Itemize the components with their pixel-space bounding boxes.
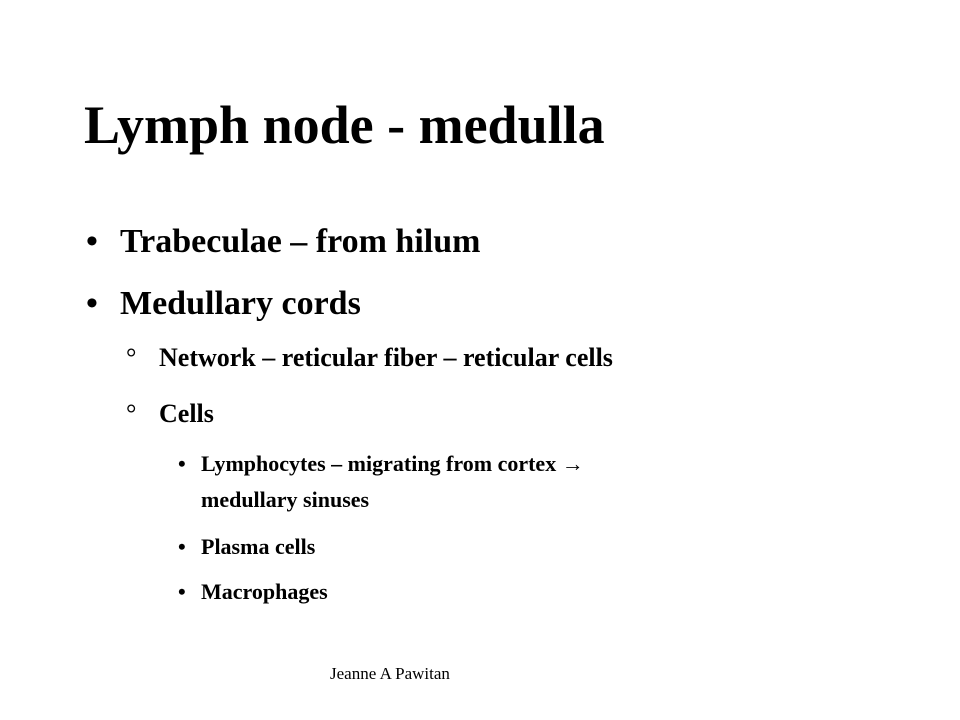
sub-sub-bullet-text: Plasma cells (201, 534, 316, 559)
bullet-icon: • (178, 579, 186, 604)
degree-bullet-icon: ° (126, 343, 137, 372)
slide-title: Lymph node - medulla (84, 95, 605, 155)
sub-sub-bullet-text-line2: medullary sinuses (201, 487, 370, 512)
bullet-icon: • (178, 534, 186, 559)
bullet-icon: • (178, 451, 186, 476)
bullet-item-trabeculae: • Trabeculae – from hilum (86, 222, 786, 262)
bullet-text: Trabeculae – from hilum (120, 223, 481, 260)
bullet-text: Medullary cords (120, 285, 361, 322)
sub-sub-bullet-item-macrophages: • Macrophages (178, 576, 818, 608)
sub-sub-bullet-text-line1: Lymphocytes – migrating from cortex → (201, 451, 584, 476)
sub-bullet-item-network: ° Network – reticular fiber – reticular … (126, 342, 846, 374)
bullet-icon: • (86, 285, 98, 322)
sub-sub-bullet-item-lymphocytes: • Lymphocytes – migrating from cortex → … (178, 448, 818, 512)
sub-sub-bullet-text: Macrophages (201, 579, 328, 604)
bullet-icon: • (86, 223, 98, 260)
bullet-item-medullary-cords: • Medullary cords (86, 284, 786, 324)
sub-bullet-text: Cells (159, 399, 214, 428)
sub-bullet-item-cells: ° Cells (126, 398, 846, 430)
sub-bullet-text: Network – reticular fiber – reticular ce… (159, 343, 613, 372)
slide-footer-author: Jeanne A Pawitan (330, 664, 450, 683)
degree-bullet-icon: ° (126, 399, 137, 428)
sub-sub-bullet-item-plasma-cells: • Plasma cells (178, 531, 818, 563)
